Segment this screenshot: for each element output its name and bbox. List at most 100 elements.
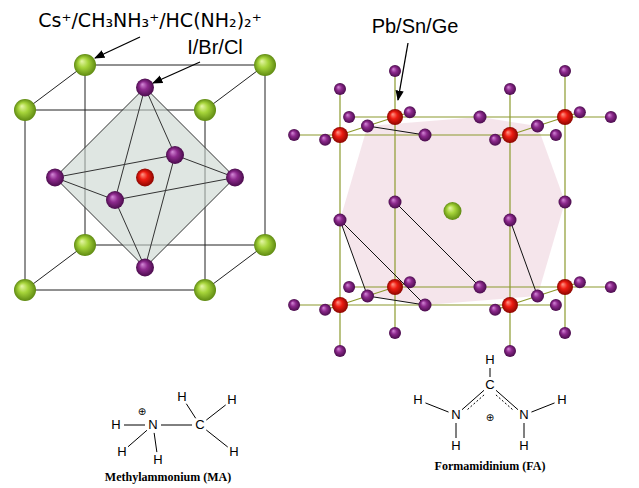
cation-label: Cs⁺/CH₃NH₃⁺/HC(NH₂)₂⁺ [38, 10, 261, 31]
atom-sphere [74, 54, 96, 76]
atom-sphere [387, 279, 403, 295]
octahedron-edge [145, 88, 235, 178]
atom-sphere [574, 106, 586, 118]
atom-sphere [444, 202, 462, 220]
atom-sphere [136, 169, 154, 187]
charge-symbol: ⊕ [138, 406, 146, 417]
atom-sphere [334, 83, 346, 95]
chemical-bond [462, 390, 484, 409]
atom-sphere [557, 279, 573, 295]
atom-sphere [559, 196, 572, 209]
atom-symbol: N [519, 408, 528, 422]
polyhedron-edge [395, 202, 480, 287]
molecule-name: Methylammonium (MA) [105, 471, 231, 484]
polyhedron-edge [510, 220, 538, 296]
atom-sphere [14, 99, 36, 121]
atom-symbol: H [229, 445, 238, 459]
atom-sphere [504, 83, 516, 95]
atom-sphere [605, 111, 617, 123]
atom-sphere [46, 169, 64, 187]
octahedral-network [288, 65, 617, 357]
atom-symbol: C [485, 378, 494, 392]
atom-sphere [557, 109, 573, 125]
cell-edge [25, 110, 205, 111]
atom-sphere [489, 134, 501, 146]
atom-sphere [319, 304, 331, 316]
chemical-bond [206, 430, 227, 447]
polyhedron-edge [368, 126, 426, 135]
atom-sphere [226, 169, 244, 187]
polyhedron-edge [340, 220, 368, 296]
atom-sphere [559, 327, 571, 339]
octahedron-face [55, 88, 235, 268]
chemical-bond [425, 403, 448, 412]
cell-edge [265, 65, 266, 245]
pointer-arrow [153, 62, 200, 83]
halide-label: I/Br/Cl [187, 36, 243, 58]
atom-sphere [288, 129, 300, 141]
cell-edge [205, 65, 265, 110]
atom-symbol: N [451, 408, 460, 422]
atom-sphere [504, 345, 516, 357]
atom-sphere [288, 299, 300, 311]
atom-sphere [605, 281, 617, 293]
polyhedron-edge [340, 220, 425, 305]
chemical-bond [154, 433, 157, 452]
atom-sphere [404, 276, 416, 288]
atom-sphere [254, 234, 276, 256]
atom-sphere [254, 54, 276, 76]
atom-sphere [136, 79, 154, 97]
charge-symbol: ⊕ [486, 412, 494, 423]
atom-sphere [389, 65, 401, 77]
atom-sphere [14, 279, 36, 301]
atom-sphere [106, 191, 124, 209]
chemical-bond [161, 425, 192, 426]
cell-edge [25, 290, 205, 291]
polyhedron-edge [368, 296, 426, 305]
cell-edge [25, 245, 85, 290]
atom-sphere [502, 297, 518, 313]
chemical-bond [524, 423, 525, 438]
atom-sphere [502, 127, 518, 143]
polyhedron-face [340, 117, 565, 305]
atom-sphere [194, 279, 216, 301]
atom-symbol: H [227, 393, 236, 407]
atom-symbol: H [111, 418, 120, 432]
atom-sphere [550, 129, 562, 141]
atom-sphere [419, 299, 432, 312]
octahedron-edge [55, 178, 145, 268]
cubic-perovskite-cell [14, 54, 276, 301]
atom-sphere [332, 127, 348, 143]
atom-sphere [531, 120, 544, 133]
atom-symbol: H [117, 445, 126, 459]
chemical-bond [124, 425, 145, 426]
octahedron-edge [145, 88, 175, 156]
atom-sphere [404, 106, 416, 118]
cell-edge [205, 245, 265, 290]
atom-symbol: C [195, 418, 204, 432]
chemical-bond [128, 430, 147, 446]
atom-sphere [361, 290, 374, 303]
chemical-bond [186, 404, 195, 419]
atom-sphere [389, 196, 402, 209]
atom-sphere [387, 109, 403, 125]
atom-symbol: N [148, 418, 157, 432]
octahedron-edge [145, 178, 235, 268]
atom-sphere [334, 214, 347, 227]
atom-sphere [419, 129, 432, 142]
chemical-bond [496, 390, 518, 409]
atom-sphere [574, 276, 586, 288]
atom-sphere [194, 99, 216, 121]
atom-sphere [332, 297, 348, 313]
atom-symbol: H [413, 393, 422, 407]
atom-symbol: H [519, 439, 528, 453]
pointer-arrow [398, 43, 408, 100]
atom-sphere [504, 214, 517, 227]
chemical-bond [456, 423, 457, 438]
atom-symbol: H [177, 390, 186, 404]
atom-sphere [550, 299, 562, 311]
atom-symbol: H [485, 353, 494, 367]
